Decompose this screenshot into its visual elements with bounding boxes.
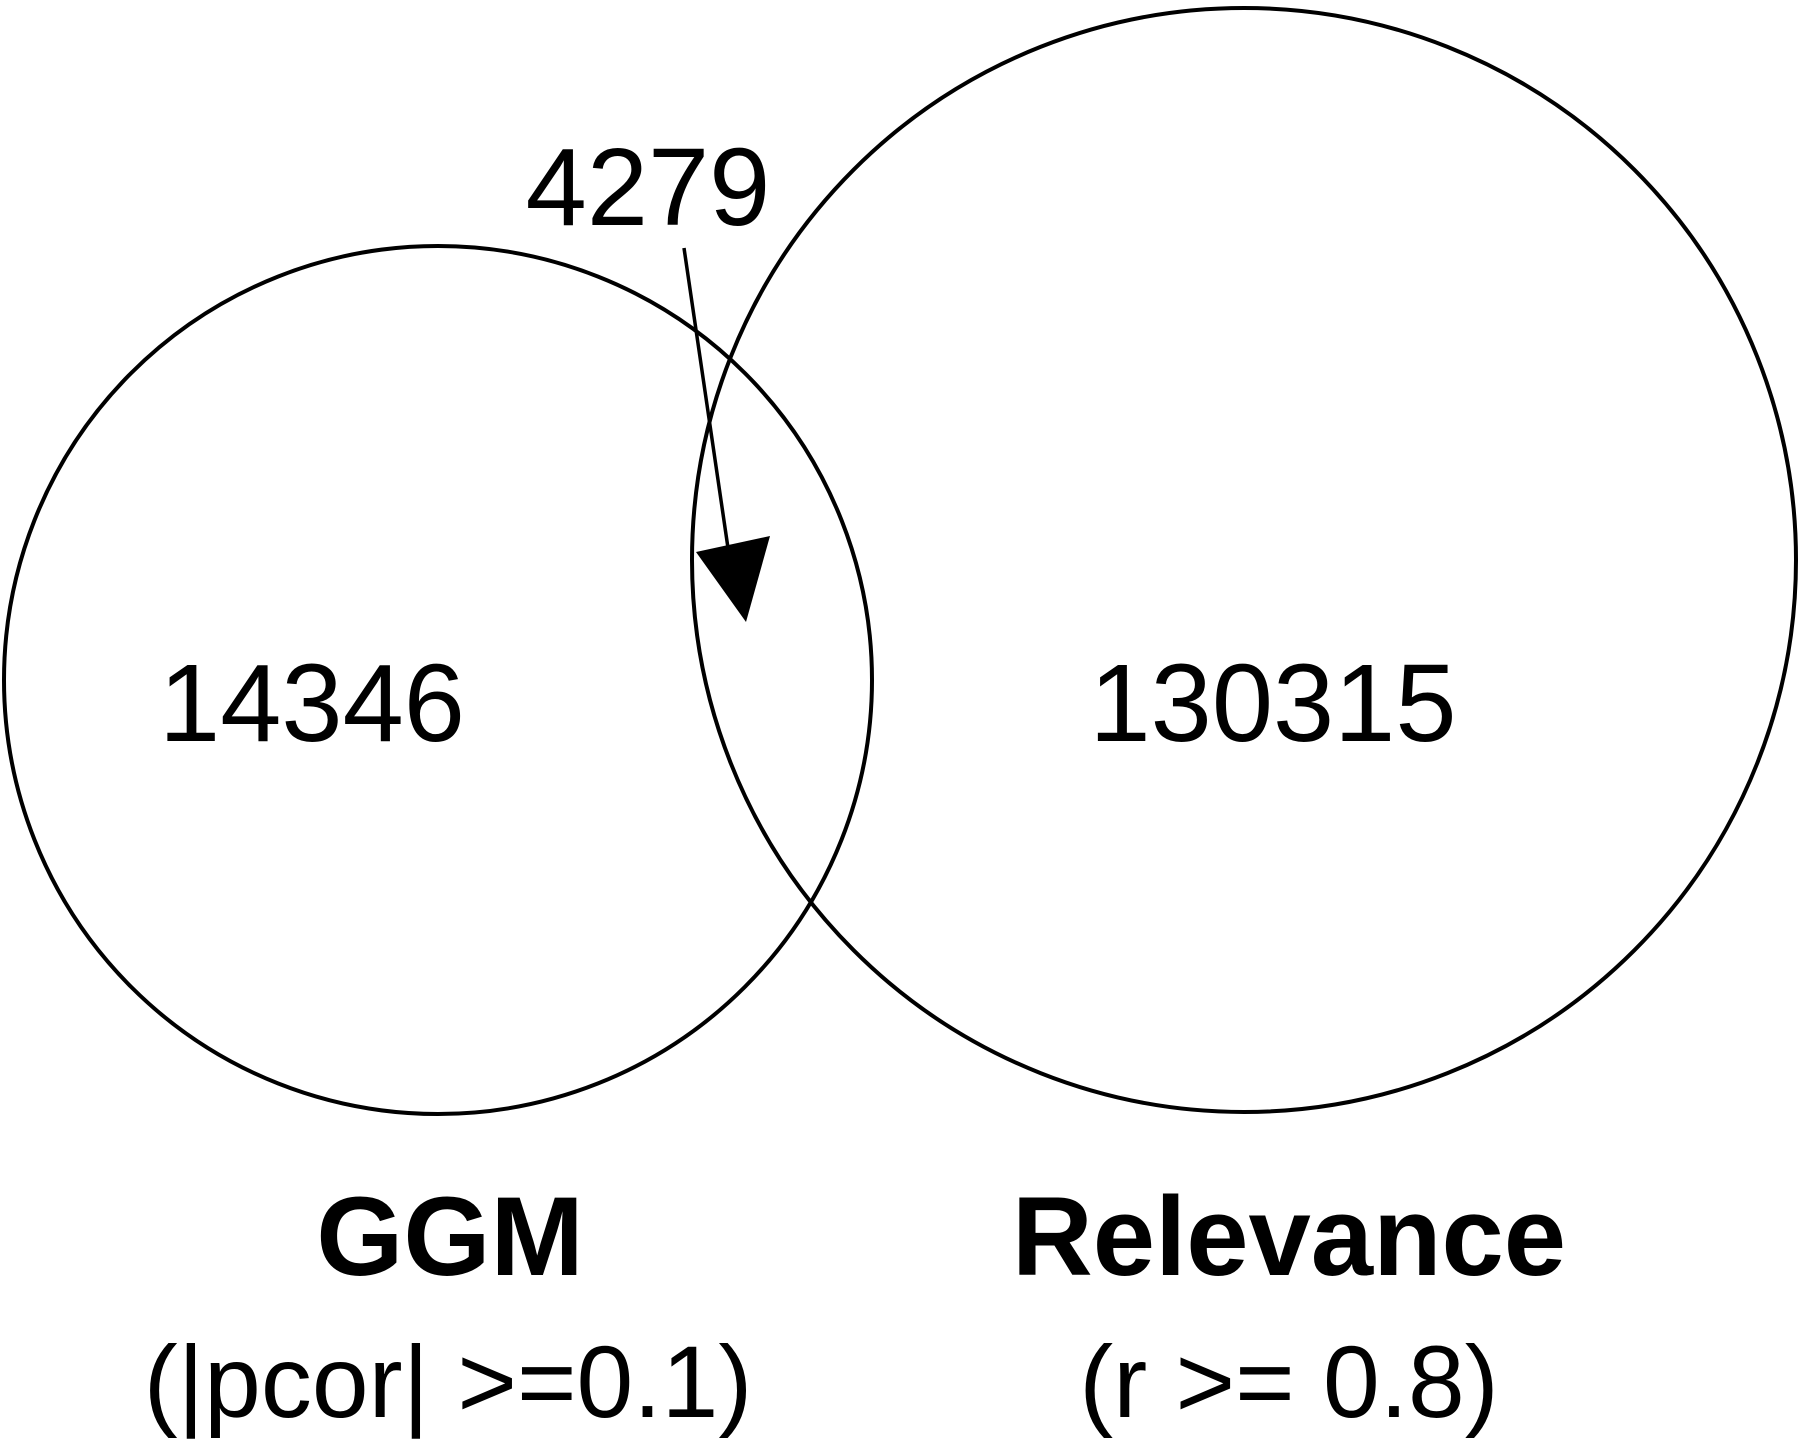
intersection-arrow-line <box>682 247 730 549</box>
ggm-circle <box>2 244 874 1116</box>
relevance-circle <box>690 6 1798 1114</box>
intersection-count: 4279 <box>526 126 771 249</box>
intersection-arrowhead-icon <box>696 536 770 622</box>
relevance-only-count: 130315 <box>1089 642 1456 765</box>
ggm-only-count: 14346 <box>159 642 465 765</box>
relevance-set-label: Relevance <box>1012 1174 1566 1299</box>
ggm-set-label: GGM <box>316 1174 584 1299</box>
relevance-criterion-label: (r >= 0.8) <box>1079 1325 1499 1439</box>
ggm-criterion-label: (|pcor| >=0.1) <box>144 1325 753 1439</box>
